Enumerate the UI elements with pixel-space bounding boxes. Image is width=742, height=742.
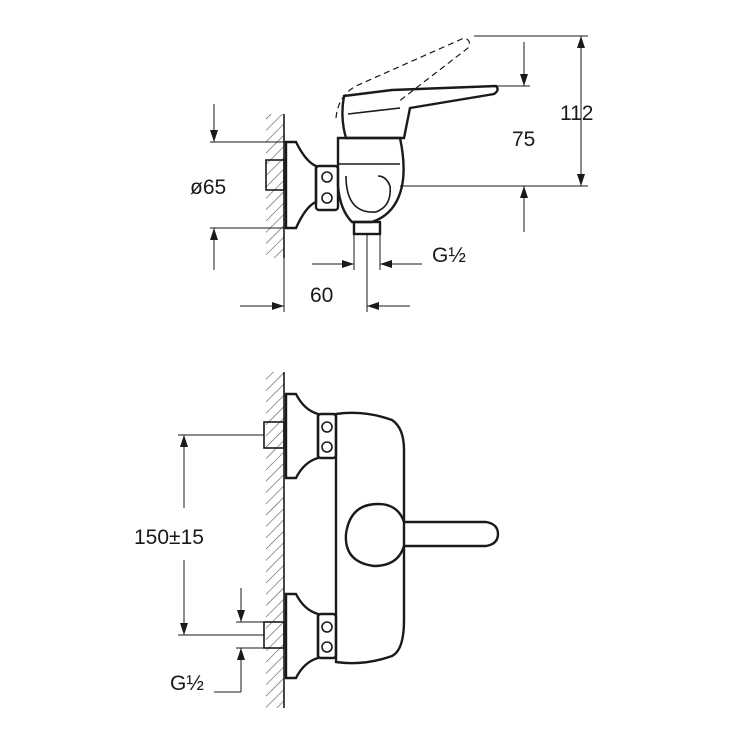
arrow-112-bottom: [577, 174, 585, 186]
nut-hole-lower-1: [321, 621, 333, 633]
mixer-body-side: [336, 136, 405, 224]
escutcheon-side: [284, 140, 318, 230]
arrow-g-left: [342, 260, 354, 268]
nut-hole-lower-2: [321, 641, 333, 653]
arrow-g-right: [380, 260, 392, 268]
arrow-150-top: [180, 435, 188, 447]
arrow-65-bottom: [210, 228, 218, 240]
lever-side-closed: [341, 84, 499, 140]
lever-side-open: [335, 37, 470, 119]
dim-text-112: 112: [560, 102, 593, 125]
nut-hole-upper-1: [321, 421, 333, 433]
arrow-gf-bottom: [237, 648, 245, 660]
arrow-60-right: [367, 302, 379, 310]
lever-cap-line: [347, 107, 401, 115]
arrow-75-bottom: [520, 186, 528, 198]
dim-text-65: ø65: [190, 176, 226, 199]
pipe-stub-side: [265, 159, 285, 191]
arrow-112-top: [577, 36, 585, 48]
arrow-75-top: [520, 74, 528, 86]
wall-hatch-front: [266, 372, 284, 708]
arrow-65-top: [210, 130, 218, 142]
arrow-60-left: [272, 302, 284, 310]
arrow-150-bottom: [180, 623, 188, 635]
dim-text-150: 150±15: [134, 526, 204, 549]
dim-text-75: 75: [512, 128, 535, 151]
escutcheon-upper: [284, 392, 320, 480]
mixer-body-front: [334, 411, 406, 665]
outlet-nipple-side: [352, 220, 382, 236]
escutcheon-lower: [284, 592, 320, 680]
nut-hole-top: [321, 171, 333, 183]
side-view: 112 75 ø65 G½ 60: [190, 35, 593, 312]
nut-hole-bottom: [321, 192, 333, 204]
arrow-gf-top: [237, 610, 245, 622]
wall-hatch-side: [266, 114, 284, 258]
dim-text-g-side: G½: [432, 244, 466, 267]
lever-front: [344, 502, 500, 568]
dim-text-g-front: G½: [170, 672, 204, 695]
nut-hole-upper-2: [321, 441, 333, 453]
outlet-curve: [345, 175, 392, 213]
front-view: 150±15 G½: [134, 372, 500, 708]
dim-text-60: 60: [310, 284, 333, 307]
